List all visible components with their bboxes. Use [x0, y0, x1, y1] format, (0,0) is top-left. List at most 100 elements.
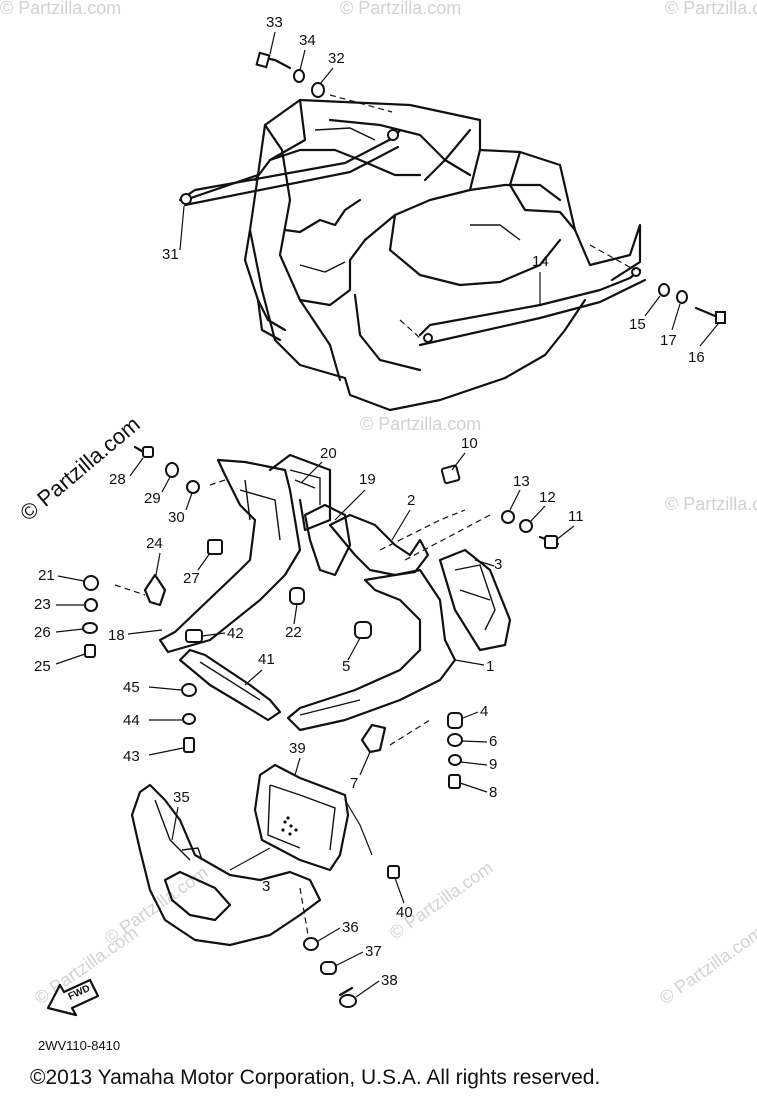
watermark-right: © Partzilla.com	[665, 494, 757, 514]
nut-17-icon	[676, 290, 688, 304]
callouts: 33 34 32 31 14 15 17 16 28 29 30 20 19 1…	[34, 14, 719, 998]
washer-26-icon	[82, 622, 98, 634]
washer-30-icon	[186, 480, 200, 494]
callout-41: 41	[258, 651, 275, 668]
callout-38: 38	[381, 972, 398, 989]
callout-30: 30	[168, 509, 185, 526]
block-27-icon	[207, 539, 223, 555]
copyright-notice: ©2013 Yamaha Motor Corporation, U.S.A. A…	[30, 1066, 601, 1089]
watermark-br: © Partzilla.com	[656, 922, 757, 1008]
callout-27: 27	[183, 570, 200, 587]
plate-42-icon	[185, 629, 203, 643]
damper-4-icon	[447, 712, 463, 729]
mesh-pattern	[281, 816, 298, 836]
callout-2: 2	[407, 492, 415, 509]
left-hardware	[82, 445, 200, 753]
callout-3: 3	[494, 556, 502, 573]
collar-5-icon	[354, 621, 372, 639]
callout-44: 44	[123, 712, 140, 729]
callout-21: 21	[38, 567, 55, 584]
frame-assembly	[178, 94, 647, 412]
right-hardware	[440, 464, 560, 789]
callout-17: 17	[660, 332, 677, 349]
bracket-7-icon	[360, 723, 387, 754]
watermark-tr: © Partzilla.com	[665, 0, 757, 18]
bolt-11-icon	[544, 535, 558, 549]
callout-36: 36	[342, 919, 359, 936]
callout-29: 29	[144, 490, 161, 507]
callout-10: 10	[461, 435, 478, 452]
bolt-25-icon	[84, 644, 96, 658]
watermark-main: © Partzilla.com	[15, 411, 145, 525]
bracket-24-icon	[143, 573, 167, 607]
bolt-28-icon	[142, 446, 154, 458]
nut-10-icon	[440, 464, 461, 485]
callout-1: 1	[486, 658, 494, 675]
nut-44-icon	[182, 713, 196, 725]
bolt-16-icon	[715, 311, 726, 324]
callout-25: 25	[34, 658, 51, 675]
callout-9: 9	[489, 756, 497, 773]
callout-6: 6	[489, 733, 497, 750]
callout-5: 5	[342, 658, 350, 675]
callout-39: 39	[289, 740, 306, 757]
damper-21-icon	[83, 575, 99, 591]
damper-37-icon	[320, 961, 337, 975]
callout-33: 33	[266, 14, 283, 31]
guard-assembly	[114, 453, 512, 754]
watermark-tc: © Partzilla.com	[340, 0, 461, 18]
nut-36-icon	[303, 937, 319, 951]
callout-23: 23	[34, 596, 51, 613]
bolt-38-icon	[339, 994, 357, 1008]
washer-9-icon	[448, 754, 462, 766]
callout-13: 13	[513, 473, 530, 490]
skid-plate-assembly	[130, 763, 400, 1008]
callout-3b: 3	[262, 878, 270, 895]
callout-7: 7	[350, 775, 358, 792]
bolt-33-icon	[255, 51, 271, 69]
bolt-40-icon	[387, 865, 400, 879]
callout-42: 42	[227, 625, 244, 642]
nut-12-icon	[519, 519, 533, 533]
callout-8: 8	[489, 784, 497, 801]
callout-31: 31	[162, 246, 179, 263]
callout-20: 20	[320, 445, 337, 462]
callout-43: 43	[123, 748, 140, 765]
washer-45-icon	[181, 683, 197, 697]
collar-6-icon	[447, 733, 463, 747]
watermark-left: © Partzilla.com	[101, 862, 212, 948]
nut-32-icon	[311, 82, 325, 98]
diagram-code: 2WV110-8410	[38, 1038, 121, 1053]
watermark-layer: © Partzilla.com © Partzilla.com © Partzi…	[0, 0, 757, 1008]
callout-37: 37	[365, 943, 382, 960]
nut-29-icon	[165, 462, 179, 478]
callout-40: 40	[396, 904, 413, 921]
watermark-mid: © Partzilla.com	[360, 414, 481, 434]
callout-35: 35	[173, 789, 190, 806]
bolt-43-icon	[183, 737, 195, 753]
washer-34-icon	[293, 69, 305, 83]
bolt-8-icon	[448, 774, 461, 789]
callout-45: 45	[123, 679, 140, 696]
callout-16: 16	[688, 349, 705, 366]
callout-26: 26	[34, 624, 51, 641]
washer-13-icon	[501, 510, 515, 524]
collar-22-icon	[289, 587, 305, 605]
top-hardware	[255, 51, 726, 324]
callout-34: 34	[299, 32, 316, 49]
callout-14: 14	[532, 253, 549, 270]
collar-23-icon	[84, 598, 98, 612]
watermark-tl: © Partzilla.com	[0, 0, 121, 18]
washer-15-icon	[658, 283, 670, 297]
callout-19: 19	[359, 471, 376, 488]
callout-4: 4	[480, 703, 488, 720]
callout-22: 22	[285, 624, 302, 641]
callout-11: 11	[568, 508, 584, 525]
callout-12: 12	[539, 489, 556, 506]
callout-32: 32	[328, 50, 345, 67]
callout-15: 15	[629, 316, 646, 333]
callout-28: 28	[109, 471, 126, 488]
callout-24: 24	[146, 535, 163, 552]
